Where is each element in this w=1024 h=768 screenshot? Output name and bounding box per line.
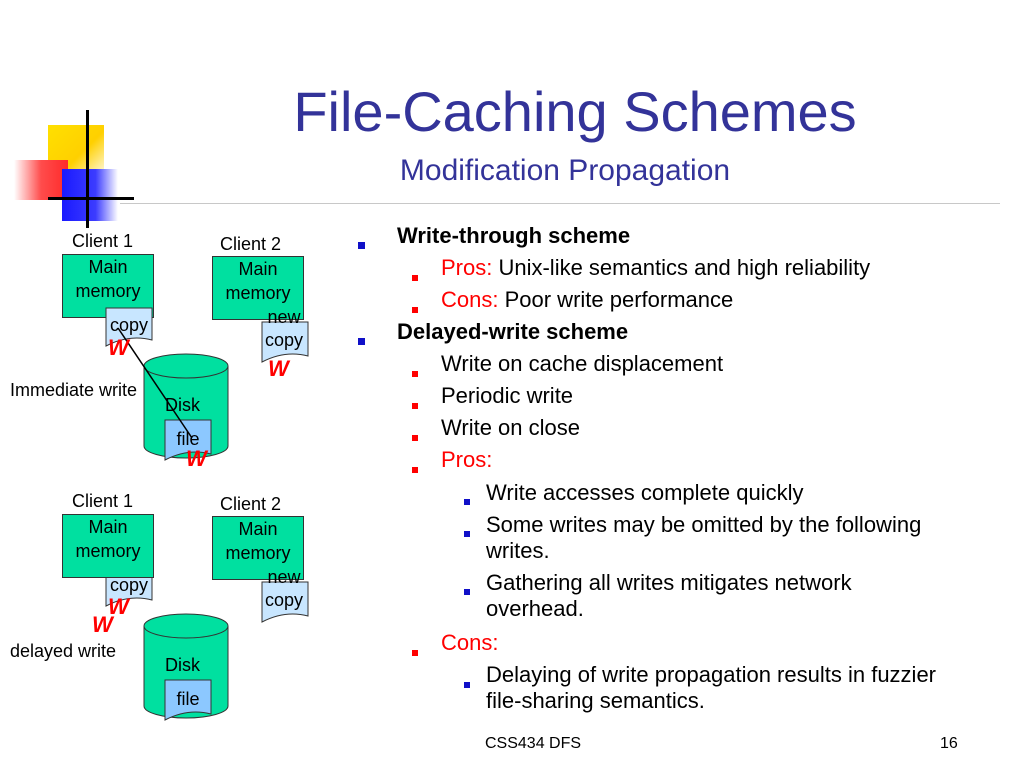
footer-course: CSS434 DFS — [485, 735, 582, 752]
bullet-marker — [464, 582, 470, 600]
bullet-marker — [412, 460, 418, 478]
client2-new-copy-bottom: new copy — [264, 567, 304, 610]
dw-item: Periodic write — [441, 383, 574, 408]
disk-label: Disk — [165, 395, 200, 415]
pros-label: Pros: — [441, 255, 493, 280]
immediate-write-caption: Immediate write — [10, 380, 138, 400]
dw-cons-item: Delaying of write propagation results in… — [486, 662, 937, 713]
slide-subtitle: Modification Propagation — [399, 154, 731, 187]
wt-pros-item: Pros: Unix-like semantics and high relia… — [441, 257, 870, 279]
title-divider — [120, 203, 1000, 204]
dw-pros-item: Some writes may be omitted by the follow… — [486, 512, 922, 563]
bullet-marker — [412, 300, 418, 318]
dw-item: Write on close — [441, 415, 580, 440]
dw-pros-item: Write accesses complete quickly — [486, 480, 804, 505]
client1-copy-bottom: copy — [109, 575, 149, 595]
bullet-marker — [412, 364, 418, 382]
dw-cons-label: Cons: — [441, 630, 499, 655]
disk-label-bottom: Disk — [165, 655, 200, 675]
logo-vertical-line — [86, 110, 89, 228]
bullet-marker — [412, 396, 418, 414]
logo-horizontal-line — [48, 197, 134, 200]
client2-new-copy: new copy — [264, 307, 304, 350]
delayed-write-heading: Delayed-write scheme — [397, 319, 629, 344]
bullet-marker — [464, 675, 470, 693]
delayed-write-caption: delayed write — [10, 641, 117, 661]
client2-main-memory-bottom: Main memory — [212, 516, 304, 580]
client1-write-marker-bottom: W — [108, 594, 129, 619]
client1-write-marker-bottom-2: W — [92, 612, 113, 637]
dw-item: Write on cache displacement — [441, 351, 724, 376]
write-through-heading: Write-through scheme — [397, 223, 631, 248]
bullet-marker — [412, 428, 418, 446]
logo-red-square — [14, 160, 68, 200]
client2-write-marker: W — [268, 356, 289, 381]
dw-pros-label: Pros: — [441, 447, 493, 472]
slide-title: File-Caching Schemes — [293, 80, 857, 143]
bullet-marker — [412, 268, 418, 286]
bullet-marker — [412, 643, 418, 661]
page-number: 16 — [940, 735, 958, 752]
cons-text: Poor write performance — [498, 287, 734, 312]
disk-file-bottom: file — [176, 689, 200, 709]
client1-label: Client 1 — [72, 231, 134, 251]
bullet-marker — [464, 524, 470, 542]
bullet-marker — [464, 492, 470, 510]
client1-copy: copy — [109, 315, 149, 335]
client1-label-bottom: Client 1 — [72, 491, 134, 511]
client2-label-bottom: Client 2 — [220, 494, 282, 514]
dw-pros-item: Gathering all writes mitigates network o… — [486, 570, 852, 621]
client2-main-memory: Main memory — [212, 256, 304, 320]
logo-blue-square — [62, 169, 118, 221]
wt-cons-item: Cons: Poor write performance — [441, 289, 733, 311]
bullet-marker — [358, 332, 365, 350]
bullet-marker — [358, 236, 365, 254]
client1-main-memory: Main memory — [62, 254, 154, 318]
pros-text: Unix-like semantics and high reliability — [492, 255, 871, 280]
disk-file: file — [176, 429, 200, 449]
cons-label: Cons: — [441, 287, 499, 312]
client1-main-memory-bottom: Main memory — [62, 514, 154, 578]
disk-write-marker: W — [186, 446, 207, 471]
client1-write-marker: W — [108, 335, 129, 360]
client2-label: Client 2 — [220, 234, 282, 254]
